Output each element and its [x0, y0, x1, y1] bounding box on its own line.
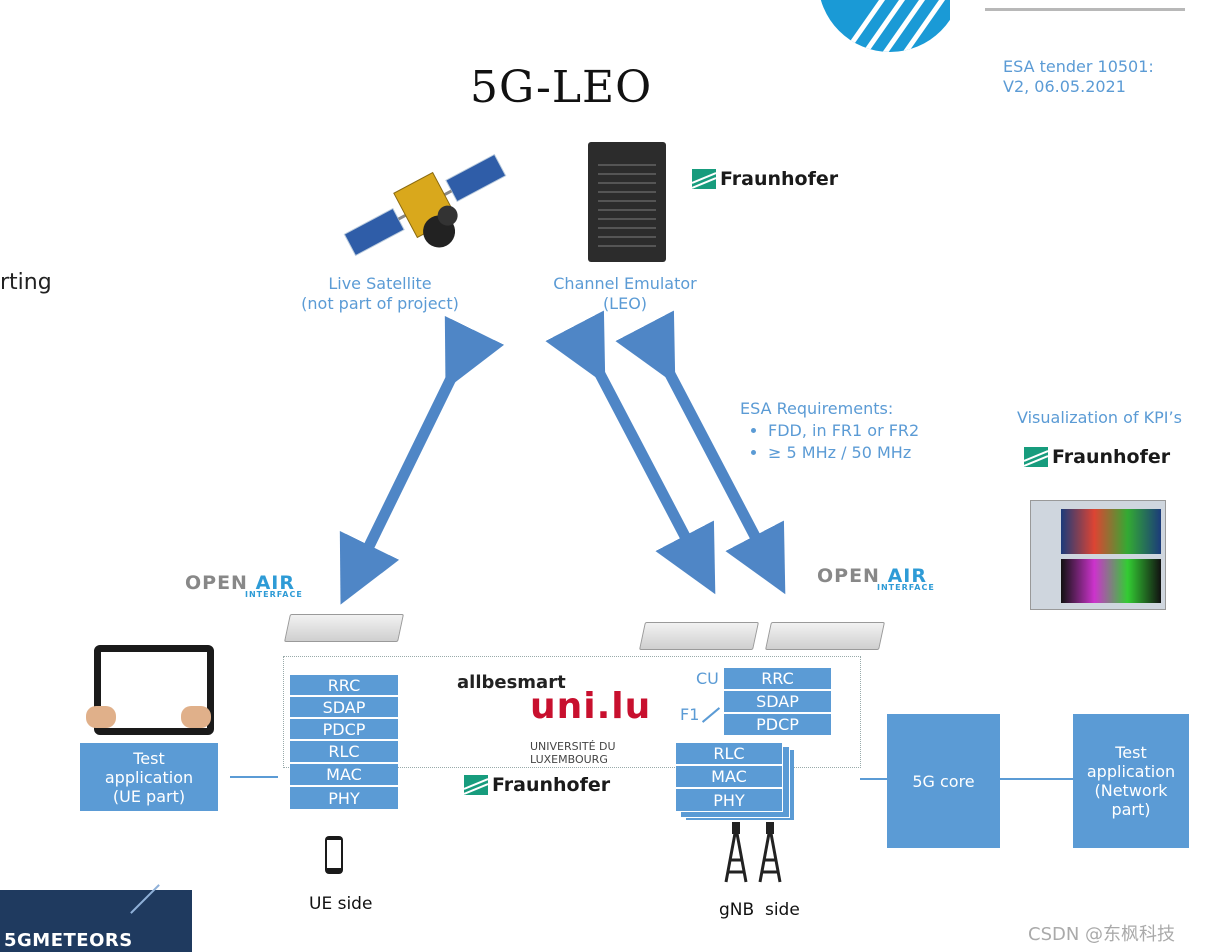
- watermark: CSDN @东枫科技: [1028, 924, 1176, 945]
- kpi-screenshot: [1030, 500, 1166, 610]
- hands-icon: [86, 698, 211, 728]
- partial-logo-text: [985, 0, 1185, 11]
- cu-layer-sdap: SDAP: [724, 691, 831, 714]
- connector-line: [860, 778, 888, 780]
- cu-layer-rrc: RRC: [724, 668, 831, 691]
- fraunhofer-mark-icon: [464, 775, 488, 795]
- page-title: 5G-LEO: [470, 62, 653, 113]
- cu-label: CU: [696, 669, 719, 688]
- 5g-meteors-logo: 5GMETEORS: [0, 884, 192, 952]
- allbesmart-logo: allbesmart: [457, 672, 566, 693]
- ue-layer-rlc: RLC: [290, 741, 398, 764]
- channel-emulator-device: [588, 142, 666, 262]
- requirement-item: ≥ 5 MHz / 50 MHz: [768, 443, 919, 463]
- ue-layer-rrc: RRC: [290, 675, 398, 697]
- fraunhofer-logo-kpi: Fraunhofer: [1024, 446, 1170, 468]
- sdr-device-gnb-2: [765, 622, 885, 650]
- phone-icon: [325, 836, 343, 874]
- uni-lu-logo: uni.lu: [530, 686, 652, 727]
- fraunhofer-mark-icon: [692, 169, 716, 189]
- connector-line: [230, 776, 278, 778]
- connector-line: [1000, 778, 1073, 780]
- test-app-network-box: Test application (Network part): [1073, 714, 1189, 848]
- du-layer-mac: MAC: [675, 765, 783, 788]
- sdr-device-gnb-1: [639, 622, 759, 650]
- gnb-side-label: gNB side: [719, 900, 800, 920]
- fraunhofer-logo-bottom: Fraunhofer: [464, 774, 610, 796]
- ue-layer-pdcp: PDCP: [290, 719, 398, 741]
- kpi-label: Visualization of KPI’s: [1017, 408, 1182, 427]
- esa-requirements: ESA Requirements: FDD, in FR1 or FR2 ≥ 5…: [740, 399, 919, 465]
- fraunhofer-mark-icon: [1024, 447, 1048, 467]
- fraunhofer-logo-top: Fraunhofer: [692, 168, 838, 190]
- ue-side-label: UE side: [309, 894, 373, 914]
- ue-layer-sdap: SDAP: [290, 697, 398, 719]
- ue-layer-phy: PHY: [290, 787, 398, 811]
- satellite-label: Live Satellite (not part of project): [301, 274, 459, 313]
- openair-logo-right: OPEN AIR INTERFACE: [817, 565, 935, 592]
- partial-left-text: rting: [0, 270, 52, 295]
- satellite-icon: [343, 153, 507, 257]
- test-app-ue-box: Test application (UE part): [80, 743, 218, 811]
- ue-layer-mac: MAC: [290, 764, 398, 787]
- partial-logo-globe-icon: [820, 0, 950, 52]
- 5g-core-box: 5G core: [887, 714, 1000, 848]
- tender-info: ESA tender 10501: V2, 06.05.2021: [1003, 57, 1154, 96]
- f1-label: F1: [680, 705, 700, 724]
- cu-layer-pdcp: PDCP: [724, 714, 831, 737]
- antenna-tower-icon: [724, 822, 782, 883]
- du-layer-rlc: RLC: [675, 742, 783, 765]
- sdr-device-ue: [284, 614, 404, 642]
- requirement-item: FDD, in FR1 or FR2: [768, 421, 919, 441]
- du-layer-phy: PHY: [675, 788, 783, 812]
- emulator-label: Channel Emulator (LEO): [553, 274, 697, 313]
- dotted-region: [283, 656, 861, 768]
- uni-lu-text: UNIVERSITÉ DU LUXEMBOURG: [530, 740, 616, 766]
- openair-logo-left: OPEN AIR INTERFACE: [185, 572, 303, 599]
